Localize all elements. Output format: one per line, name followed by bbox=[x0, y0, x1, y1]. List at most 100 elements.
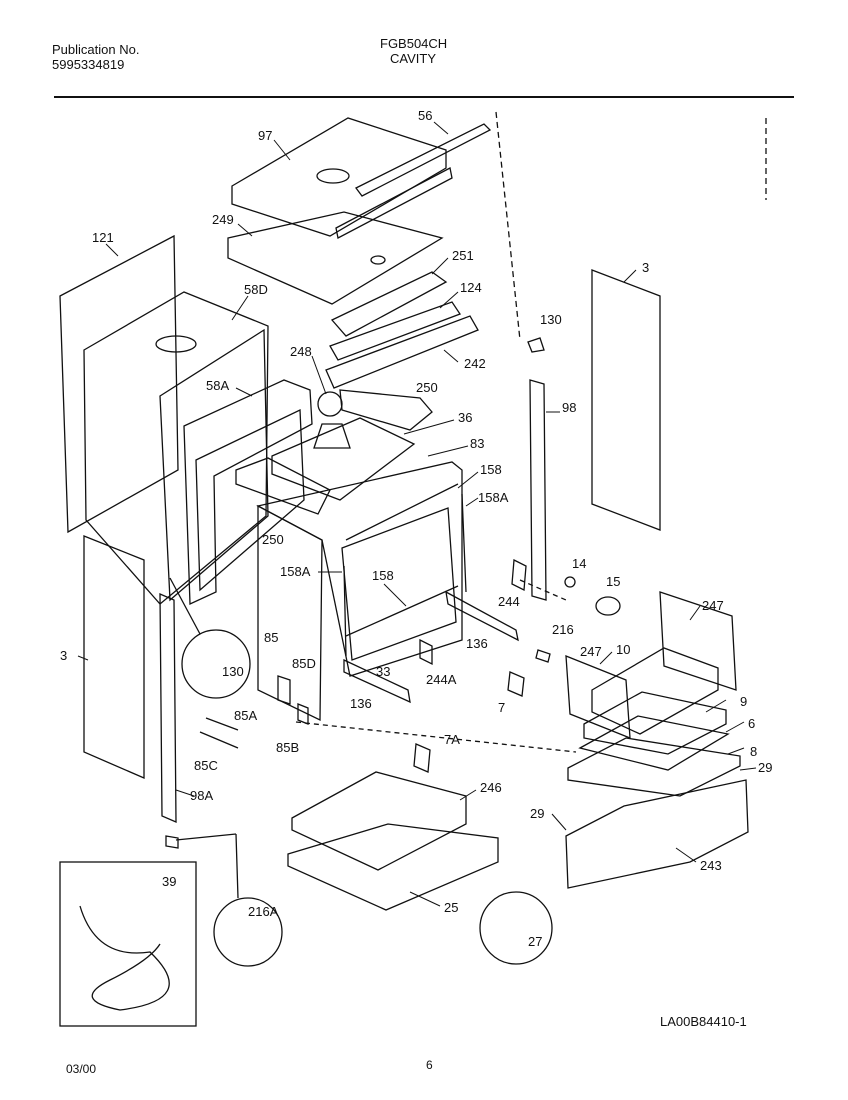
callout-15: 15 bbox=[606, 574, 620, 589]
bar-124 bbox=[329, 301, 461, 361]
publication-info: Publication No. 5995334819 bbox=[52, 42, 139, 72]
callout-124: 124 bbox=[460, 280, 482, 295]
bar-251 bbox=[330, 271, 448, 337]
bar-250b bbox=[235, 457, 331, 515]
callout-158-mid: 158 bbox=[372, 568, 394, 583]
clip-216 bbox=[535, 649, 551, 663]
pan-9 bbox=[583, 691, 727, 755]
bracket-85 bbox=[277, 675, 291, 705]
callout-85: 85 bbox=[264, 630, 278, 645]
callout-27: 27 bbox=[528, 934, 542, 949]
detail-circle-216A bbox=[213, 897, 283, 967]
callout-labels: 97 56 249 121 251 58D 124 130 3 248 242 … bbox=[60, 108, 772, 949]
callout-158A-right: 158A bbox=[478, 490, 509, 505]
callout-248: 248 bbox=[290, 344, 312, 359]
burner-248 bbox=[317, 391, 343, 417]
callout-216: 216 bbox=[552, 622, 574, 637]
bar-242 bbox=[325, 315, 479, 389]
page-number: 6 bbox=[426, 1058, 433, 1072]
callout-158-top: 158 bbox=[480, 462, 502, 477]
diagram-code: LA00B84410-1 bbox=[660, 1014, 747, 1029]
model-info: FGB504CH CAVITY bbox=[380, 36, 447, 66]
dashed-leader-2 bbox=[519, 579, 567, 601]
callout-136-left: 136 bbox=[350, 696, 372, 711]
top-panel-hole bbox=[316, 168, 350, 184]
section-title: CAVITY bbox=[390, 51, 436, 66]
model-number: FGB504CH bbox=[380, 36, 448, 51]
callout-3-right: 3 bbox=[642, 260, 649, 275]
rack-247a bbox=[659, 591, 737, 691]
strip-56b bbox=[335, 167, 453, 239]
cavity-shell-58D-front bbox=[159, 328, 269, 602]
callout-250-left: 250 bbox=[262, 532, 284, 547]
callout-56: 56 bbox=[418, 108, 432, 123]
callout-244A: 244A bbox=[426, 672, 457, 687]
side-panel-3b bbox=[83, 535, 145, 779]
callout-39: 39 bbox=[162, 874, 176, 889]
rack-243 bbox=[565, 779, 749, 889]
callout-6: 6 bbox=[748, 716, 755, 731]
callout-85D: 85D bbox=[292, 656, 316, 671]
callout-33: 33 bbox=[376, 664, 390, 679]
callout-251: 251 bbox=[452, 248, 474, 263]
side-panel-121 bbox=[59, 234, 179, 534]
bracket-244A bbox=[419, 638, 433, 666]
rail-136a bbox=[445, 590, 519, 642]
top-panel-97 bbox=[231, 117, 447, 237]
callout-97: 97 bbox=[258, 128, 272, 143]
rod-158b bbox=[345, 585, 459, 637]
header-rule bbox=[54, 96, 794, 98]
bracket-7 bbox=[507, 671, 525, 697]
knob-14 bbox=[564, 576, 576, 588]
callout-29-right: 29 bbox=[758, 760, 772, 775]
callout-121: 121 bbox=[92, 230, 114, 245]
power-cord-39 bbox=[79, 905, 170, 1011]
callout-136-right: 136 bbox=[466, 636, 488, 651]
bracket-244 bbox=[511, 558, 527, 592]
bracket-85B bbox=[297, 703, 309, 725]
callout-246: 246 bbox=[480, 780, 502, 795]
callout-158A-left: 158A bbox=[280, 564, 311, 579]
callout-9: 9 bbox=[740, 694, 747, 709]
clip-130 bbox=[527, 337, 545, 353]
callout-247-top: 247 bbox=[702, 598, 724, 613]
broiler-pan-10 bbox=[591, 647, 719, 735]
callout-242: 242 bbox=[464, 356, 486, 371]
callout-244: 244 bbox=[498, 594, 520, 609]
callout-25: 25 bbox=[444, 900, 458, 915]
panel-249 bbox=[227, 211, 444, 305]
leader-216A-b bbox=[235, 833, 239, 899]
oven-door-opening bbox=[341, 507, 457, 661]
publication-label: Publication No. bbox=[52, 42, 140, 57]
detail-circle-27 bbox=[479, 891, 553, 965]
callout-85C: 85C bbox=[194, 758, 218, 773]
burner-cone bbox=[313, 423, 351, 449]
clip-216-bottom bbox=[165, 835, 179, 849]
callout-14: 14 bbox=[572, 556, 586, 571]
rack-6 bbox=[578, 715, 730, 771]
rod-158 bbox=[345, 483, 459, 541]
cavity-shell-58D bbox=[83, 291, 269, 605]
rail-98A bbox=[159, 593, 177, 823]
panel-249-hole bbox=[370, 255, 386, 265]
leader-216A bbox=[175, 833, 237, 841]
callout-130-detail: 130 bbox=[222, 664, 244, 679]
cord-box-39 bbox=[59, 861, 197, 1027]
drawer-246 bbox=[291, 771, 467, 871]
guide-line bbox=[495, 111, 521, 341]
callout-58A: 58A bbox=[206, 378, 229, 393]
callout-216A: 216A bbox=[248, 904, 279, 919]
dashed-leader bbox=[295, 721, 577, 753]
callout-249: 249 bbox=[212, 212, 234, 227]
oven-frame-side bbox=[257, 504, 323, 722]
plate-36 bbox=[271, 417, 416, 501]
element-85C bbox=[199, 731, 239, 749]
element-85A bbox=[205, 717, 239, 731]
frame-58A bbox=[183, 379, 313, 606]
rail-136b bbox=[343, 658, 411, 704]
bulb-15 bbox=[595, 596, 621, 616]
callout-243: 243 bbox=[700, 858, 722, 873]
callout-leaders bbox=[77, 121, 757, 907]
callout-7A: 7A bbox=[444, 732, 460, 747]
